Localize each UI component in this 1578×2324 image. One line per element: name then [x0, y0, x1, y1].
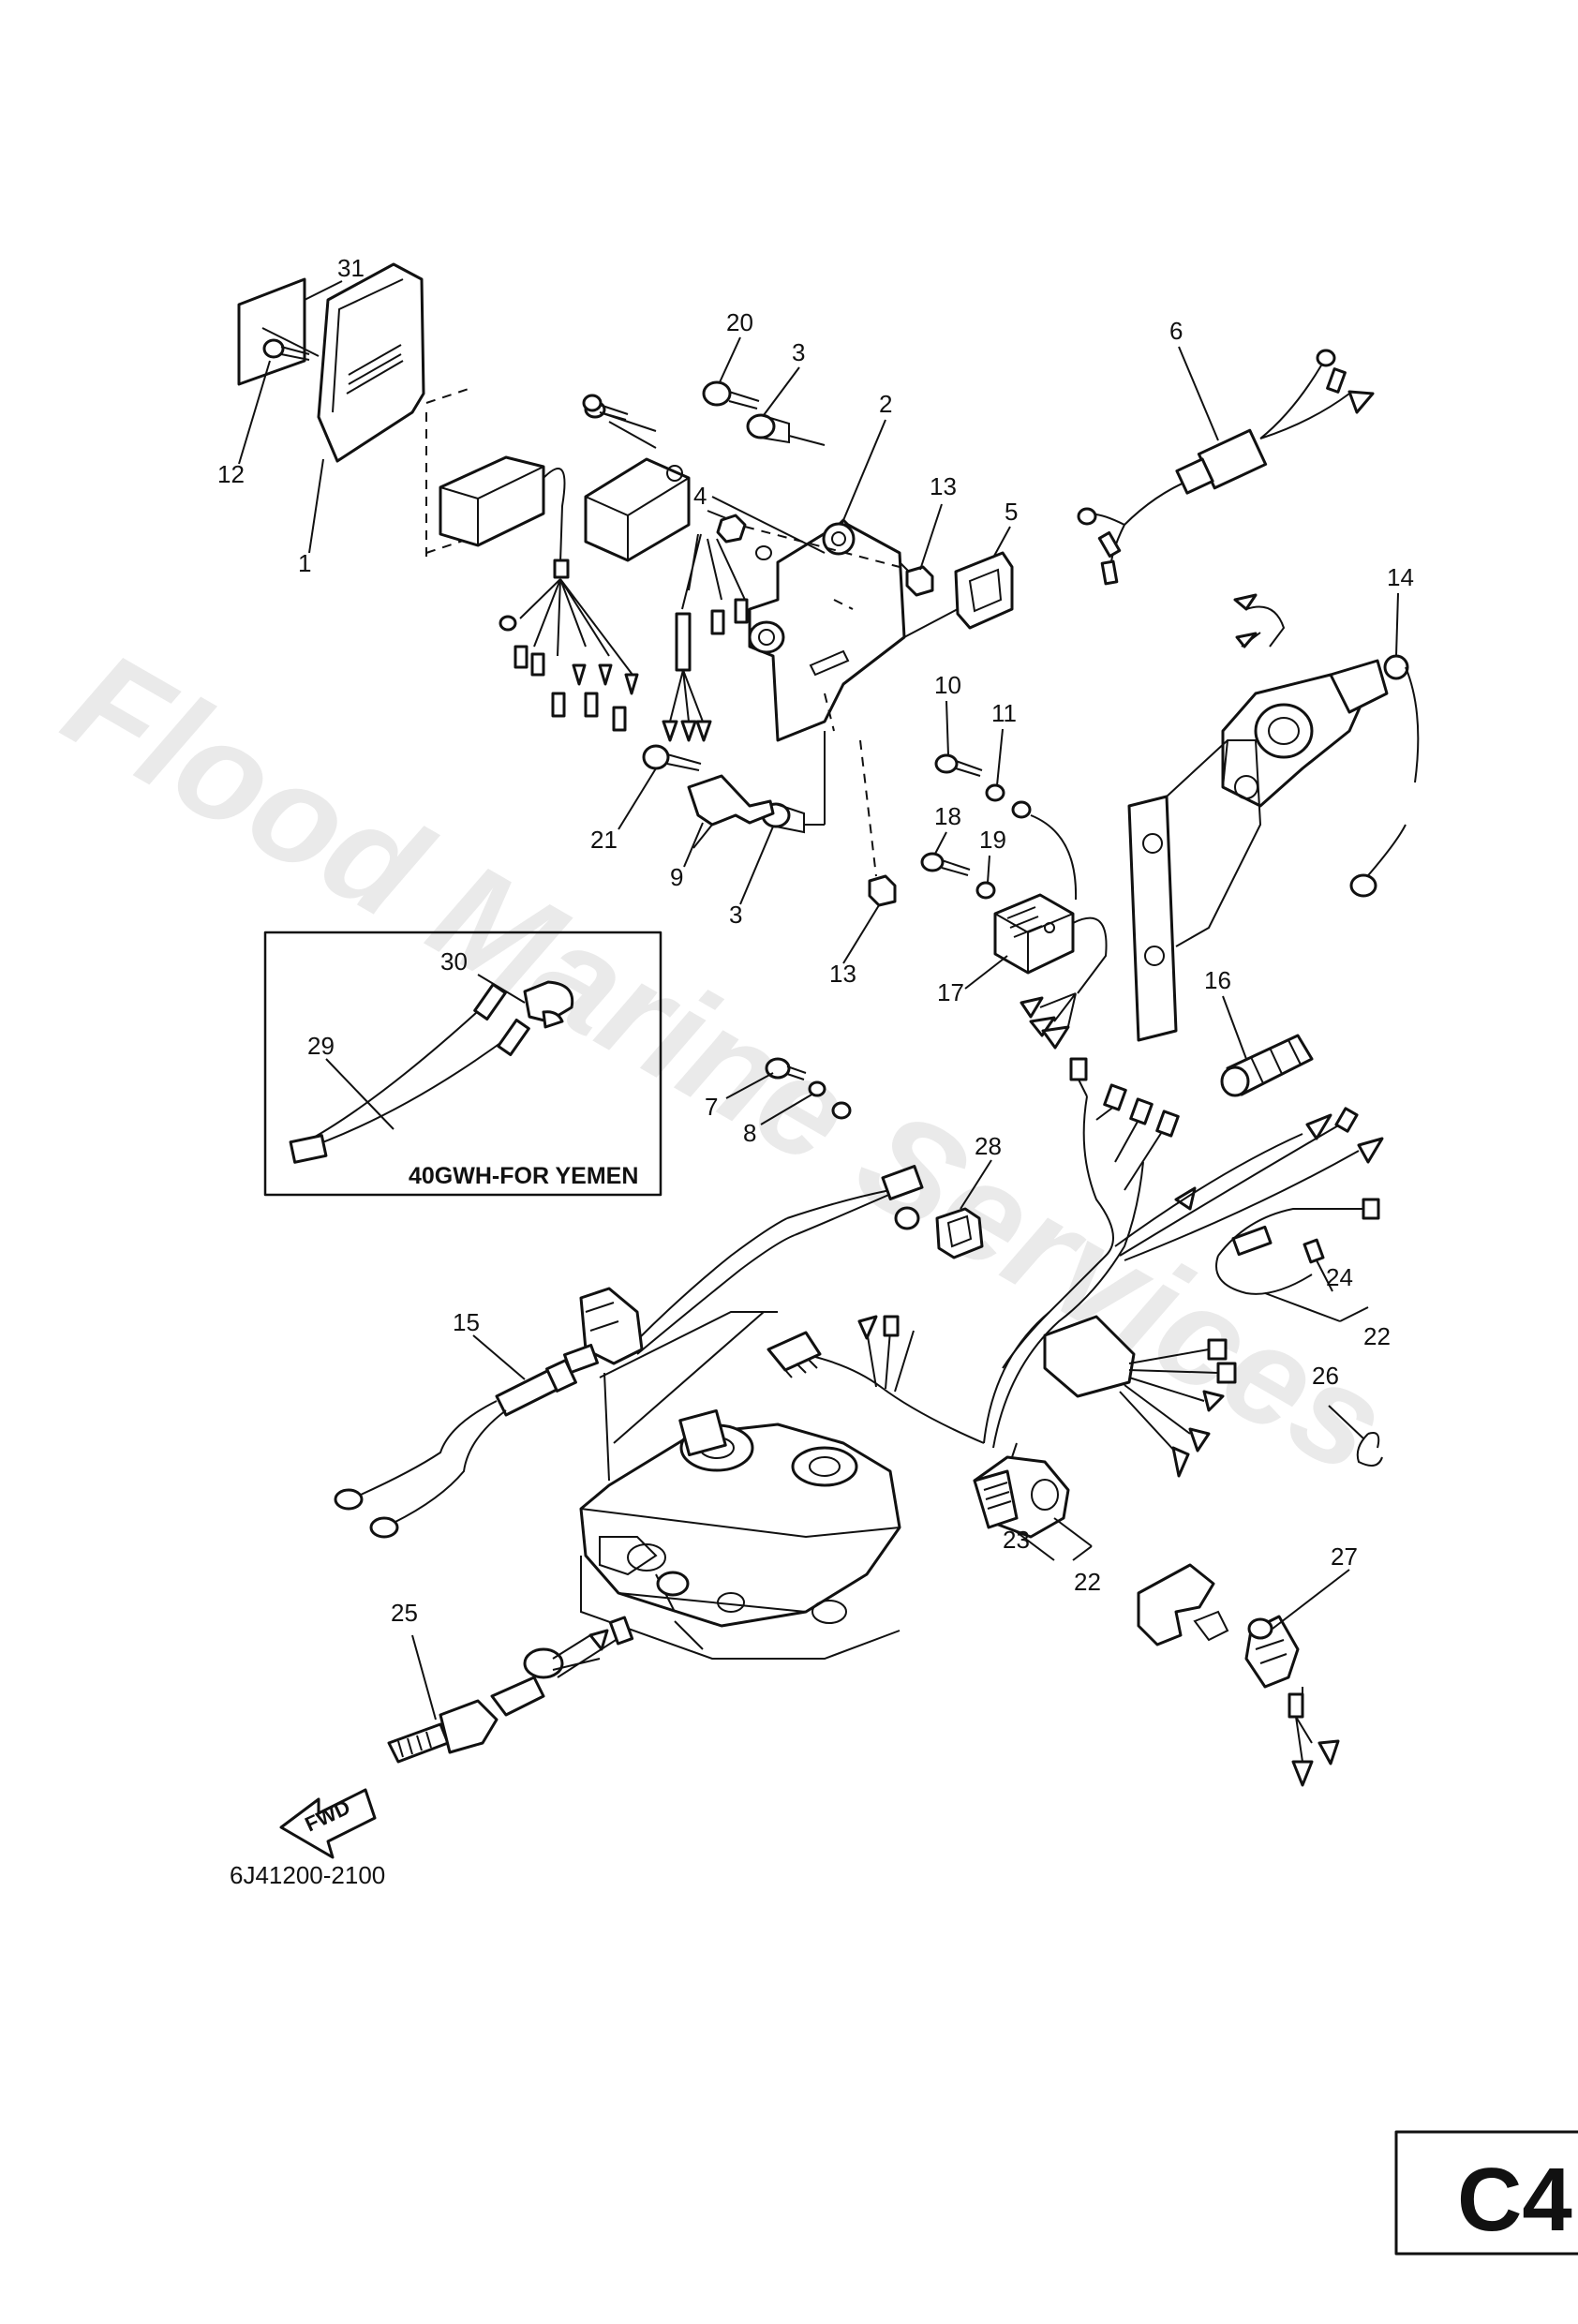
- page-id: C4: [1457, 2150, 1572, 2250]
- inset-note: 40GWH-FOR YEMEN: [409, 1163, 638, 1189]
- callout-22-right: 22: [1363, 1322, 1391, 1350]
- engine-side-block: [1127, 739, 1262, 1042]
- callout-31: 31: [337, 254, 365, 282]
- part-13-grommet-top: [899, 561, 934, 597]
- callout-5: 5: [1005, 498, 1018, 526]
- part-13-grommet-bottom: [859, 739, 897, 907]
- callout-3-top: 3: [792, 338, 805, 366]
- engine-block-lower: [579, 1311, 901, 1660]
- callout-4: 4: [693, 482, 707, 510]
- main-harness-upper: [562, 1165, 924, 1482]
- diagram-code: 6J41200-2100: [230, 1861, 385, 1889]
- part-26-clip: [1356, 1432, 1383, 1467]
- part-17-rectifier: [993, 814, 1108, 1050]
- callout-3-bottom: 3: [729, 901, 742, 929]
- callout-20: 20: [726, 308, 753, 336]
- part-5-seal: [903, 551, 1014, 638]
- part-19-washer: [975, 800, 1032, 900]
- callout-labels: 31 12 1 20 3 2 4 13 5 6 14 10 11 18 19 1…: [217, 254, 1414, 1627]
- part-10-screw: [934, 753, 983, 777]
- callout-1: 1: [298, 549, 311, 577]
- callout-18: 18: [934, 802, 961, 830]
- callout-9: 9: [670, 863, 683, 891]
- callout-11: 11: [991, 699, 1017, 727]
- part-27-switch: [1244, 1615, 1340, 1787]
- part-11-washer: [985, 783, 1005, 802]
- part-14-sensor-assembly: [1221, 593, 1420, 898]
- part-2-bracket: [711, 496, 906, 742]
- fwd-arrow-icon: FWD: [279, 1788, 377, 1859]
- callout-30: 30: [440, 947, 468, 976]
- inset-box: 40GWH-FOR YEMEN: [263, 931, 662, 1197]
- part-31-label-sheet: [237, 277, 320, 386]
- callout-7: 7: [705, 1093, 718, 1121]
- watermark-text: Flood Marine Services: [41, 620, 1412, 1503]
- part-20-bolt: [702, 380, 760, 410]
- callout-19: 19: [979, 826, 1006, 854]
- callout-22-bottom: 22: [1074, 1568, 1101, 1596]
- cdi-wire-bundle-right: [662, 533, 749, 742]
- callout-17: 17: [937, 978, 964, 1006]
- callout-16: 16: [1204, 966, 1231, 994]
- callout-13-top: 13: [930, 472, 957, 500]
- part-9-clip: [687, 774, 775, 849]
- part-22-bracket-line: [1016, 1517, 1093, 1561]
- callout-28: 28: [975, 1132, 1002, 1160]
- part-16-tube: [1220, 1034, 1314, 1097]
- part-8-washer: [808, 1080, 852, 1120]
- cdi-box-left: [425, 412, 566, 563]
- callout-21: 21: [590, 826, 618, 854]
- cdi-box-right: [584, 400, 691, 562]
- callout-2: 2: [879, 390, 892, 418]
- callout-25: 25: [391, 1599, 418, 1627]
- callout-26: 26: [1312, 1362, 1339, 1390]
- callout-leaders: [238, 280, 1399, 1630]
- part-4-nut: [716, 514, 901, 568]
- callout-23: 23: [1003, 1526, 1030, 1554]
- cdi-wire-bundle-left: [499, 559, 639, 732]
- callout-27: 27: [1331, 1542, 1358, 1571]
- part-3-collar-bottom: [761, 731, 826, 834]
- callout-13-bottom: 13: [829, 960, 856, 988]
- part-22-lower-connectors: [767, 1315, 985, 1444]
- part-27-bracket: [1137, 1563, 1229, 1646]
- callout-15: 15: [453, 1308, 480, 1336]
- screw-top-cluster: [582, 394, 629, 421]
- part-15-battery-cable: [334, 1359, 577, 1539]
- part-3-collar-top: [746, 413, 826, 446]
- callout-29: 29: [307, 1032, 335, 1060]
- part-12-screw: [262, 338, 310, 361]
- callout-10: 10: [934, 671, 961, 699]
- callout-14: 14: [1387, 563, 1414, 591]
- part-21-bolt: [642, 744, 702, 771]
- part-6-harness: [1077, 349, 1375, 586]
- part-25-sensor: [387, 1616, 634, 1764]
- part-28-grommet: [935, 1207, 984, 1259]
- callout-8: 8: [743, 1119, 756, 1147]
- part-22-harness: [983, 1057, 1384, 1478]
- part-23-connector: [973, 1442, 1070, 1539]
- callout-12: 12: [217, 460, 245, 488]
- part-1-cover: [317, 262, 469, 554]
- page-id-box: C4: [1394, 2130, 1578, 2256]
- callout-6: 6: [1169, 317, 1183, 345]
- part-18-screw: [920, 852, 971, 876]
